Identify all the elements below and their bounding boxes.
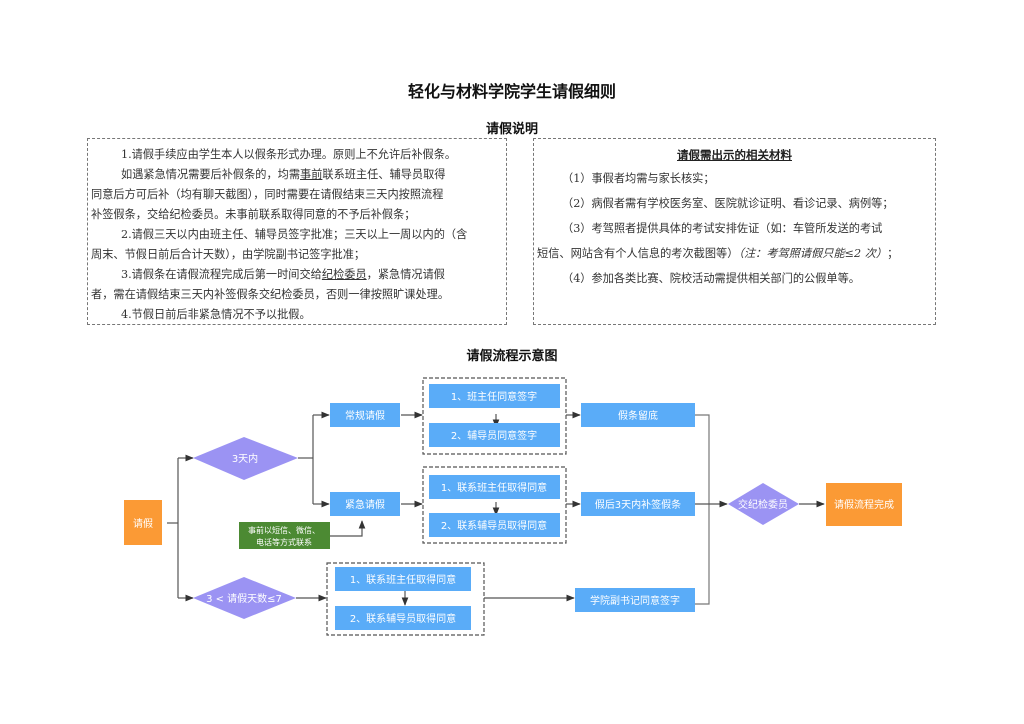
node-submit-diamond: 交纪检委员: [728, 483, 799, 525]
underlined-text: 事前: [300, 168, 323, 181]
node-long-step1-label: 1、联系班主任取得同意: [350, 573, 456, 586]
text: 如遇紧急情况需要后补假条的，均需: [121, 168, 301, 181]
material-item-1: （1）事假者均需与家长核实；: [562, 172, 715, 185]
node-emergency-leave: 紧急请假: [330, 492, 400, 516]
rules-box: 1.请假手续应由学生本人以假条形式办理。原则上不允许后补假条。 如遇紧急情况需要…: [87, 138, 507, 325]
node-long-step2-label: 2、联系辅导员取得同意: [350, 612, 456, 625]
node-contact-note: 事前以短信、微信、 电话等方式联系: [239, 522, 330, 549]
node-long-step2: 2、联系辅导员取得同意: [335, 606, 471, 630]
text: 3.请假条在请假流程完成后第一时间交给: [121, 268, 322, 281]
node-emergency-step2-label: 2、联系辅导员取得同意: [441, 519, 547, 532]
node-regular-step1-label: 1、班主任同意签字: [451, 390, 537, 403]
node-diamond-3days-label: 3天内: [232, 452, 258, 465]
node-done-label: 请假流程完成: [834, 498, 894, 511]
rule-4: 4.节假日前后非紧急情况不予以批假。: [121, 308, 311, 321]
text: ，紧急情况请假: [366, 268, 445, 281]
node-long-step1: 1、联系班主任取得同意: [335, 567, 471, 591]
materials-heading: 请假需出示的相关材料: [677, 148, 792, 162]
italic-note: （注：考驾照请假只能≤2 次）: [738, 247, 888, 260]
materials-box: 请假需出示的相关材料 （1）事假者均需与家长核实； （2）病假者需有学校医务室、…: [533, 138, 936, 325]
node-regular-step1: 1、班主任同意签字: [429, 384, 560, 408]
node-deputy-sign: 学院副书记同意签字: [575, 588, 695, 612]
node-diamond-3to7: 3 < 请假天数≤7: [193, 577, 296, 619]
rule-3-line1: 3.请假条在请假流程完成后第一时间交给纪检委员，紧急情况请假: [121, 265, 445, 285]
node-emergency-step2: 2、联系辅导员取得同意: [429, 513, 560, 537]
node-resign-slip-label: 假后3天内补签假条: [595, 498, 681, 511]
node-emergency-step1: 1、联系班主任取得同意: [429, 475, 560, 499]
rule-1: 1.请假手续应由学生本人以假条形式办理。原则上不允许后补假条。: [121, 148, 457, 161]
node-regular-leave: 常规请假: [330, 403, 400, 427]
text: ；: [887, 247, 899, 260]
section-title-flow: 请假流程示意图: [466, 349, 558, 364]
material-item-3-line2: 短信、网站含有个人信息的考次截图等）（注：考驾照请假只能≤2 次）；: [537, 244, 898, 264]
rule-2-line2: 周末、节假日前后合计天数），由学院副书记签字批准；: [91, 248, 366, 261]
node-start: 请假: [124, 500, 162, 545]
node-resign-slip: 假后3天内补签假条: [581, 492, 695, 516]
node-contact-note-line2: 电话等方式联系: [256, 537, 312, 547]
node-submit-diamond-label: 交纪检委员: [738, 498, 788, 511]
node-emergency-step1-label: 1、联系班主任取得同意: [441, 481, 547, 494]
material-item-4: （4）参加各类比赛、院校活动需提供相关部门的公假单等。: [562, 272, 860, 285]
underlined-text: 纪检委员: [321, 268, 367, 281]
node-regular-step2: 2、辅导员同意签字: [429, 423, 560, 447]
rule-3-line2: 者，需在请假结束三天内补签假条交纪检委员，否则一律按照旷课处理。: [91, 288, 450, 301]
rule-2-line1: 2.请假三天以内由班主任、辅导员签字批准；三天以上一周以内的（含: [121, 228, 468, 241]
node-regular-leave-label: 常规请假: [345, 409, 385, 422]
node-keep-slip-label: 假条留底: [618, 409, 658, 422]
node-deputy-sign-label: 学院副书记同意签字: [590, 594, 680, 607]
group-frames: [326, 377, 567, 636]
node-diamond-3to7-label: 3 < 请假天数≤7: [206, 592, 282, 605]
node-contact-note-line1: 事前以短信、微信、: [248, 525, 320, 535]
node-diamond-3days: 3天内: [193, 437, 298, 480]
text: 短信、网站含有个人信息的考次截图等）: [537, 247, 739, 260]
material-item-3-line1: （3）考驾照者提供具体的考试安排佐证（如：车管所发送的考试: [562, 222, 883, 235]
node-done: 请假流程完成: [826, 483, 902, 526]
rule-1-detail-line1: 如遇紧急情况需要后补假条的，均需事前联系班主任、辅导员取得: [121, 165, 445, 185]
section-title-rules: 请假说明: [485, 122, 538, 137]
page-title: 轻化与材料学院学生请假细则: [407, 82, 616, 101]
node-start-label: 请假: [133, 517, 153, 530]
material-item-2: （2）病假者需有学校医务室、医院就诊证明、看诊记录、病例等；: [562, 197, 894, 210]
text: 联系班主任、辅导员取得: [322, 168, 446, 181]
node-regular-step2-label: 2、辅导员同意签字: [451, 429, 537, 442]
node-emergency-leave-label: 紧急请假: [345, 498, 385, 511]
node-keep-slip: 假条留底: [581, 403, 695, 427]
connectors: [167, 411, 825, 606]
rule-1-detail-line2: 同意后方可后补（均有聊天截图），同时需要在请假结束三天内按照流程: [91, 188, 444, 201]
rule-1-detail-line3: 补签假条，交给纪检委员。未事前联系取得同意的不予后补假条；: [91, 208, 416, 221]
